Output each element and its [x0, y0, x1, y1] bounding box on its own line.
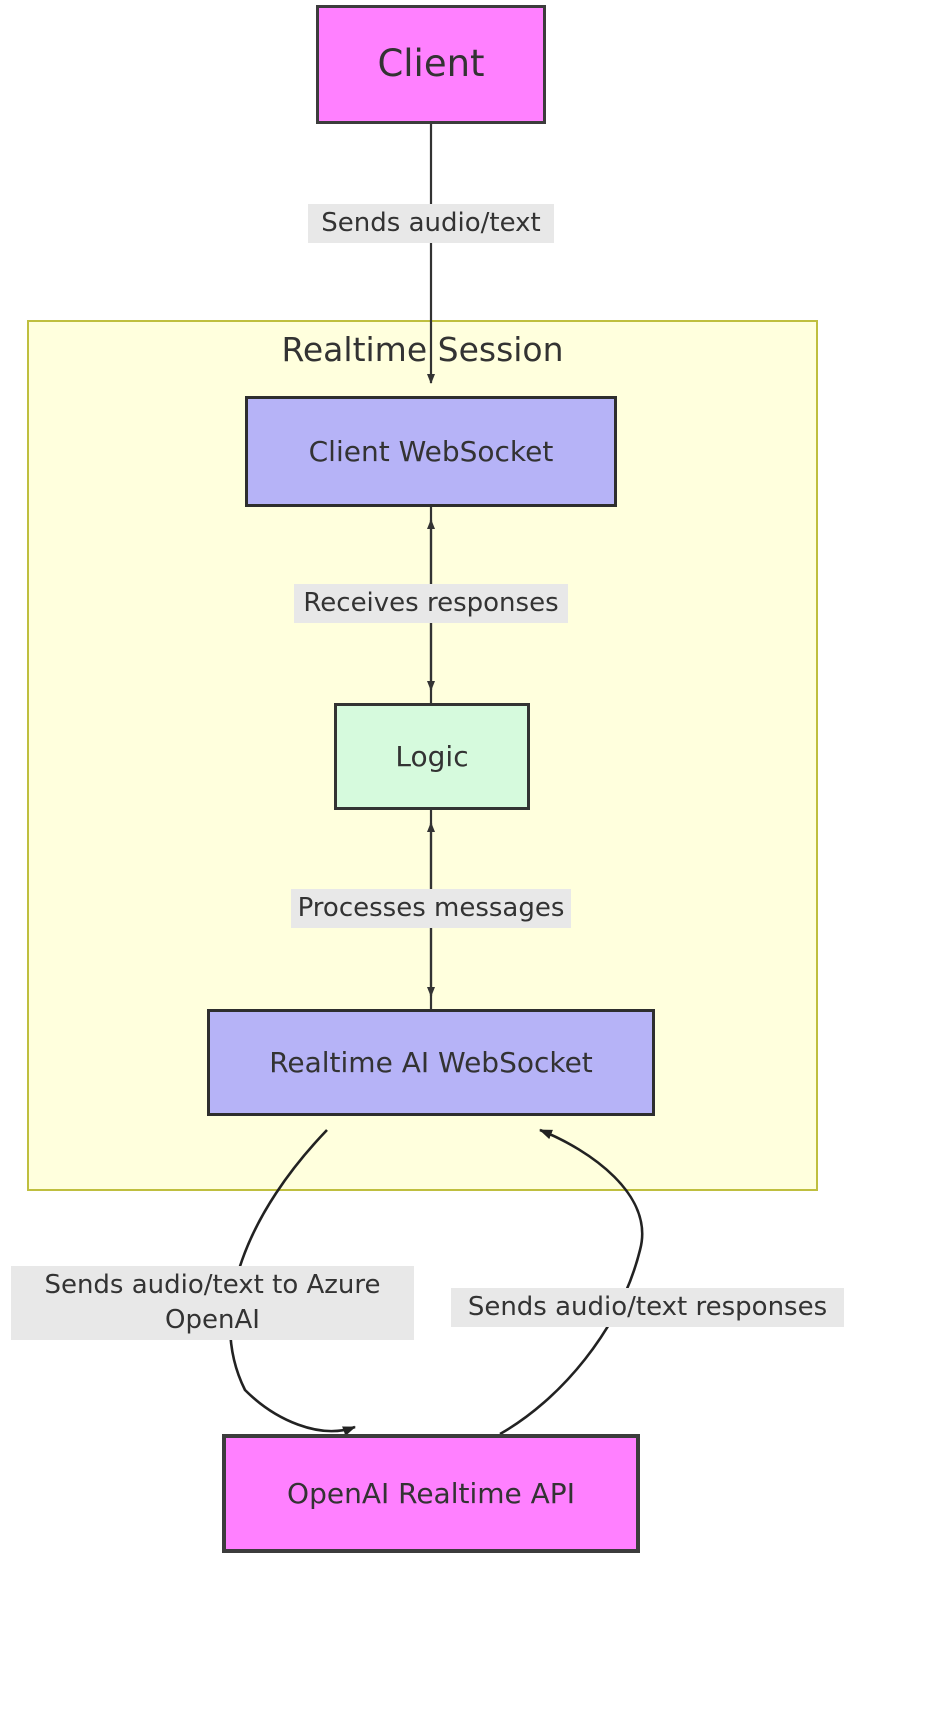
node-client[interactable]: Client: [316, 5, 546, 124]
edge-label-sends-audio-text-to-azure-openai: Sends audio/text to Azure OpenAI: [11, 1266, 414, 1341]
node-client-label: Client: [377, 42, 485, 86]
node-client-websocket[interactable]: Client WebSocket: [245, 396, 617, 507]
node-logic-label: Logic: [395, 739, 469, 773]
subgraph-realtime-session-label: Realtime Session: [281, 330, 564, 369]
edge-label-sends-audio-text-responses: Sends audio/text responses: [451, 1288, 844, 1328]
edge-label-processes-messages: Processes messages: [291, 889, 571, 929]
node-openai-realtime-api-label: OpenAI Realtime API: [287, 1476, 575, 1510]
edge-ai-websocket-to-openai: [228, 1129, 356, 1436]
node-logic[interactable]: Logic: [334, 703, 530, 810]
node-realtime-ai-websocket-label: Realtime AI WebSocket: [269, 1045, 593, 1079]
edge-label-receives-responses: Receives responses: [294, 584, 568, 624]
node-realtime-ai-websocket[interactable]: Realtime AI WebSocket: [207, 1009, 655, 1116]
edge-openai-to-ai-websocket: [499, 1128, 644, 1436]
node-openai-realtime-api[interactable]: OpenAI Realtime API: [222, 1434, 640, 1553]
edge-label-sends-audio-text: Sends audio/text: [308, 204, 554, 244]
node-client-websocket-label: Client WebSocket: [308, 434, 554, 468]
